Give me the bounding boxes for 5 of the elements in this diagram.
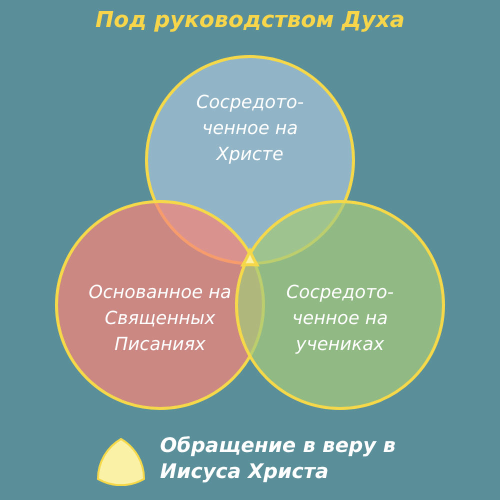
circle-label: Основанное на Священных Писаниях bbox=[88, 281, 232, 357]
legend-text: Обращение в веру в Иисуса Христа bbox=[160, 432, 397, 484]
title: Под руководством Духа bbox=[94, 8, 406, 33]
circle-label: Сосредото- ченное на учениках bbox=[285, 281, 395, 357]
circle-label: Сосредото- ченное на Христе bbox=[195, 91, 305, 167]
